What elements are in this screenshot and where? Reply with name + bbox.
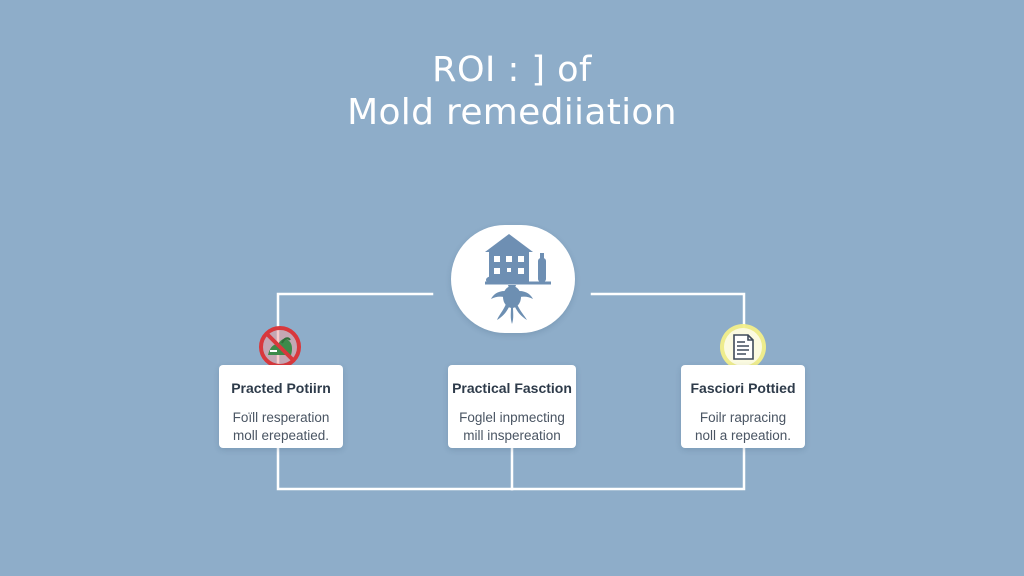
card-center: Practical Fasction Foglel inpmecting mil…	[448, 365, 576, 448]
card-left-body-line-2: moll erepeatied.	[232, 428, 330, 443]
no-mold-prohibited-icon	[256, 323, 304, 371]
card-center-body-line-1: Foglel inpmecting	[459, 410, 565, 425]
card-right-body-line-1: Foilr rapracing	[699, 410, 787, 425]
card-center-body: Foglel inpmecting mill inspereation	[448, 409, 576, 445]
house-with-mold-roots-icon	[485, 234, 551, 324]
card-right-body: Foilr rapracing noll a repeation.	[681, 409, 805, 445]
card-left: Practed Potiirn Foïll resperation moll e…	[219, 365, 343, 448]
card-left-body: Foïll resperation moll erepeatied.	[219, 409, 343, 445]
card-left-heading: Practed Potiirn	[231, 380, 331, 396]
card-right: Fasciori Pottied Foilr rapracing noll a …	[681, 365, 805, 448]
connector-bottom-right	[510, 446, 746, 491]
document-report-icon	[719, 323, 767, 371]
diagram-title-line-2: Mold remediiation	[347, 92, 677, 133]
card-right-body-line-2: noll a repeation.	[694, 428, 792, 443]
card-left-body-line-1: Foïll resperation	[232, 410, 330, 425]
hub-node	[451, 225, 575, 333]
card-center-heading: Practical Fasction	[452, 380, 572, 396]
diagram-title-line-1: ROI : ] of	[432, 50, 592, 90]
card-center-body-line-2: mill inspereation	[463, 428, 561, 443]
card-right-heading: Fasciori Pottied	[690, 380, 796, 396]
connector-bottom-left	[276, 446, 514, 491]
